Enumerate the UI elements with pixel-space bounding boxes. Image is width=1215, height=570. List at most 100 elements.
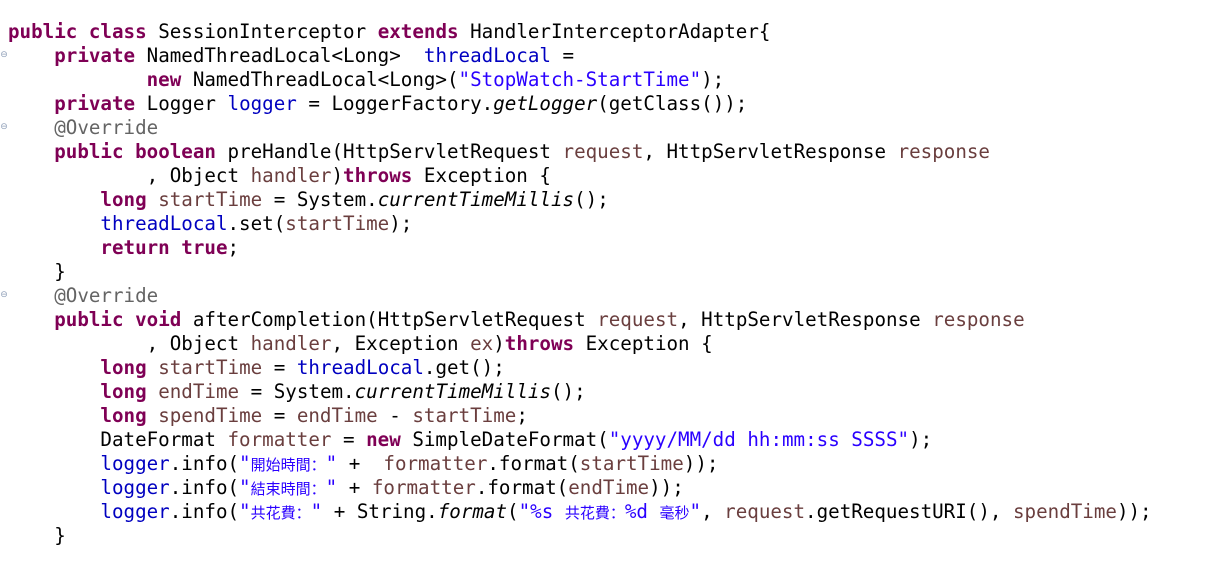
code-token xyxy=(124,308,136,331)
code-token xyxy=(8,284,54,307)
code-token: long xyxy=(100,404,147,427)
code-token: currentTimeMillis xyxy=(354,380,551,403)
code-line: public class SessionInterceptor extends … xyxy=(8,20,1152,44)
code-token: 共花費： xyxy=(250,504,311,522)
code-token: " xyxy=(325,476,338,499)
code-token: "yyyy/MM/dd hh:mm:ss SSSS" xyxy=(608,428,910,451)
code-token: = LoggerFactory. xyxy=(296,92,494,115)
code-token: NamedThreadLocal<Long> xyxy=(135,44,424,67)
code-token: request xyxy=(724,500,806,523)
code-token: long xyxy=(100,188,147,211)
code-token: logger xyxy=(100,500,170,523)
code-token: void xyxy=(135,308,182,331)
code-token: startTime xyxy=(285,212,390,235)
code-token: HandlerInterceptorAdapter{ xyxy=(458,20,771,43)
code-token: = xyxy=(331,428,367,451)
code-token: long xyxy=(100,356,147,379)
code-token: .get(); xyxy=(423,356,505,379)
fold-collapse-icon[interactable]: ⊖ xyxy=(0,290,8,300)
code-line: private Logger logger = LoggerFactory.ge… xyxy=(8,92,1152,116)
code-line: threadLocal.set(startTime); xyxy=(8,212,1152,236)
code-token: new xyxy=(146,68,182,91)
code-line: long endTime = System.currentTimeMillis(… xyxy=(8,380,1152,404)
code-token: SimpleDateFormat( xyxy=(400,428,609,451)
code-line: DateFormat formatter = new SimpleDateFor… xyxy=(8,428,1152,452)
code-token: + String. xyxy=(322,500,438,523)
code-token: " xyxy=(239,476,251,499)
code-token: Exception { xyxy=(412,164,551,187)
code-token: .set( xyxy=(227,212,286,235)
code-token: formatter xyxy=(383,452,488,475)
code-token: preHandle(HttpServletRequest xyxy=(215,140,563,163)
code-token: (getClass()); xyxy=(597,92,748,115)
fold-collapse-icon[interactable]: ⊖ xyxy=(0,50,8,60)
code-token: 開始時間： xyxy=(250,456,326,474)
code-token: .info( xyxy=(169,452,240,475)
code-line: } xyxy=(8,524,1152,548)
code-line: long startTime = threadLocal.get(); xyxy=(8,356,1152,380)
code-token: ; xyxy=(516,404,528,427)
code-token: extends xyxy=(377,20,459,43)
code-token: startTime xyxy=(412,404,517,427)
code-token: afterCompletion(HttpServletRequest xyxy=(181,308,598,331)
code-token: 結束時間： xyxy=(250,480,326,498)
code-token: (); xyxy=(551,380,586,403)
code-token: boolean xyxy=(135,140,216,163)
code-token xyxy=(8,116,54,139)
code-token: + xyxy=(337,452,384,475)
code-token: "%s xyxy=(518,500,565,523)
code-token: startTime xyxy=(158,188,263,211)
code-line: public boolean preHandle(HttpServletRequ… xyxy=(8,140,1152,164)
code-token: format xyxy=(437,500,508,523)
code-token: , Object xyxy=(8,332,251,355)
code-token: , xyxy=(701,500,725,523)
code-token: threadLocal xyxy=(296,356,424,379)
code-token: DateFormat xyxy=(8,428,228,451)
code-token: @Override xyxy=(54,284,159,307)
code-token xyxy=(147,404,159,427)
code-token: new xyxy=(366,428,401,451)
code-token: request xyxy=(562,140,644,163)
fold-collapse-icon[interactable]: ⊖ xyxy=(0,122,8,132)
code-token xyxy=(8,140,54,163)
code-area[interactable]: public class SessionInterceptor extends … xyxy=(8,20,1152,548)
code-token: true xyxy=(181,236,228,259)
code-token: } xyxy=(8,524,66,547)
code-token xyxy=(170,236,182,259)
code-line: @Override xyxy=(8,284,1152,308)
code-token: , HttpServletResponse xyxy=(643,140,898,163)
code-line: @Override xyxy=(8,116,1152,140)
code-token: handler xyxy=(250,164,332,187)
code-line: logger.info("共花費：" + String.format("%s 共… xyxy=(8,500,1152,524)
code-token: = System. xyxy=(239,380,355,403)
code-token: " xyxy=(689,500,702,523)
code-token xyxy=(147,356,159,379)
code-token xyxy=(8,380,100,403)
code-token: endTime xyxy=(568,476,650,499)
code-token: %d xyxy=(624,500,660,523)
code-token: " xyxy=(325,452,338,475)
code-token: .format( xyxy=(487,452,580,475)
code-token: , Exception xyxy=(331,332,471,355)
code-token: long xyxy=(100,380,147,403)
code-token: getLogger xyxy=(493,92,598,115)
code-line: , Object handler)throws Exception { xyxy=(8,164,1152,188)
code-line: return true; xyxy=(8,236,1152,260)
code-token: logger xyxy=(227,92,297,115)
code-token xyxy=(8,68,147,91)
code-token: = xyxy=(262,404,297,427)
code-token: 共花費： xyxy=(564,504,625,522)
code-token: (); xyxy=(574,188,609,211)
code-token: .getRequestURI(), xyxy=(805,500,1013,523)
code-token: )); xyxy=(1116,500,1152,523)
code-token: = System. xyxy=(262,188,378,211)
code-token: 毫秒 xyxy=(659,504,690,522)
code-token: } xyxy=(8,260,66,283)
code-token: ); xyxy=(701,68,725,91)
code-token xyxy=(8,188,100,211)
code-token xyxy=(8,44,54,67)
code-token: " xyxy=(239,500,251,523)
code-token: )); xyxy=(649,476,684,499)
code-token: , HttpServletResponse xyxy=(678,308,933,331)
